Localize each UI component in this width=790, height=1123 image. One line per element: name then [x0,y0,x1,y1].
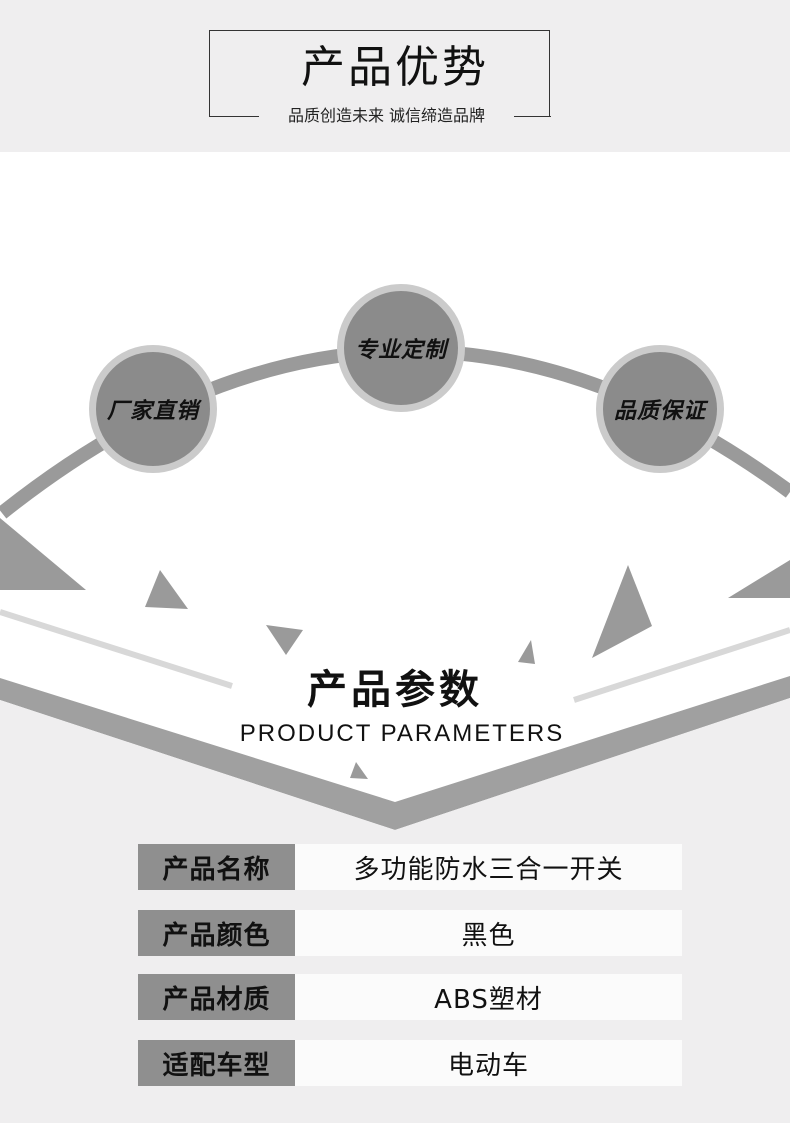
triangle-deco [592,565,652,658]
triangle-deco [350,762,368,779]
triangle-deco [266,625,303,655]
section-subtitle: 品质创造未来 诚信缔造品牌 [287,106,486,125]
param-value: 多功能防水三合一开关 [295,844,682,890]
advantage-label: 专业定制 [354,338,447,363]
param-label: 产品名称 [138,844,295,890]
title-frame [209,30,550,116]
param-label: 产品材质 [138,974,295,1020]
param-row-color: 产品颜色 黑色 [138,910,682,956]
param-row-material: 产品材质 ABS塑材 [138,974,682,1020]
advantage-circle-custom: 专业定制 [337,284,465,412]
advantage-circle-quality: 品质保证 [596,345,724,473]
section-title-parameters-en: PRODUCT PARAMETERS [239,720,565,747]
lower-area [0,698,790,852]
param-value: 电动车 [295,1040,682,1086]
triangle-deco [728,560,790,598]
advantage-label: 厂家直销 [106,399,199,424]
section-title-parameters: 产品参数 [307,667,483,713]
param-row-vehicle: 适配车型 电动车 [138,1040,682,1086]
param-label: 适配车型 [138,1040,295,1086]
param-value: ABS塑材 [295,974,682,1020]
advantage-label: 品质保证 [613,399,706,424]
light-line-left [0,609,233,689]
section-title-advantages: 产品优势 [301,42,489,93]
param-label: 产品颜色 [138,910,295,956]
advantage-circle-direct: 厂家直销 [89,345,217,473]
title-rule-right [514,116,551,117]
triangle-deco [145,570,188,609]
title-rule-left [209,116,259,117]
param-row-name: 产品名称 多功能防水三合一开关 [138,844,682,890]
decorative-background [0,152,790,852]
param-value: 黑色 [295,910,682,956]
header-band [0,0,790,152]
light-line-right [573,627,790,703]
triangle-deco [518,640,535,664]
triangle-deco [0,518,86,590]
